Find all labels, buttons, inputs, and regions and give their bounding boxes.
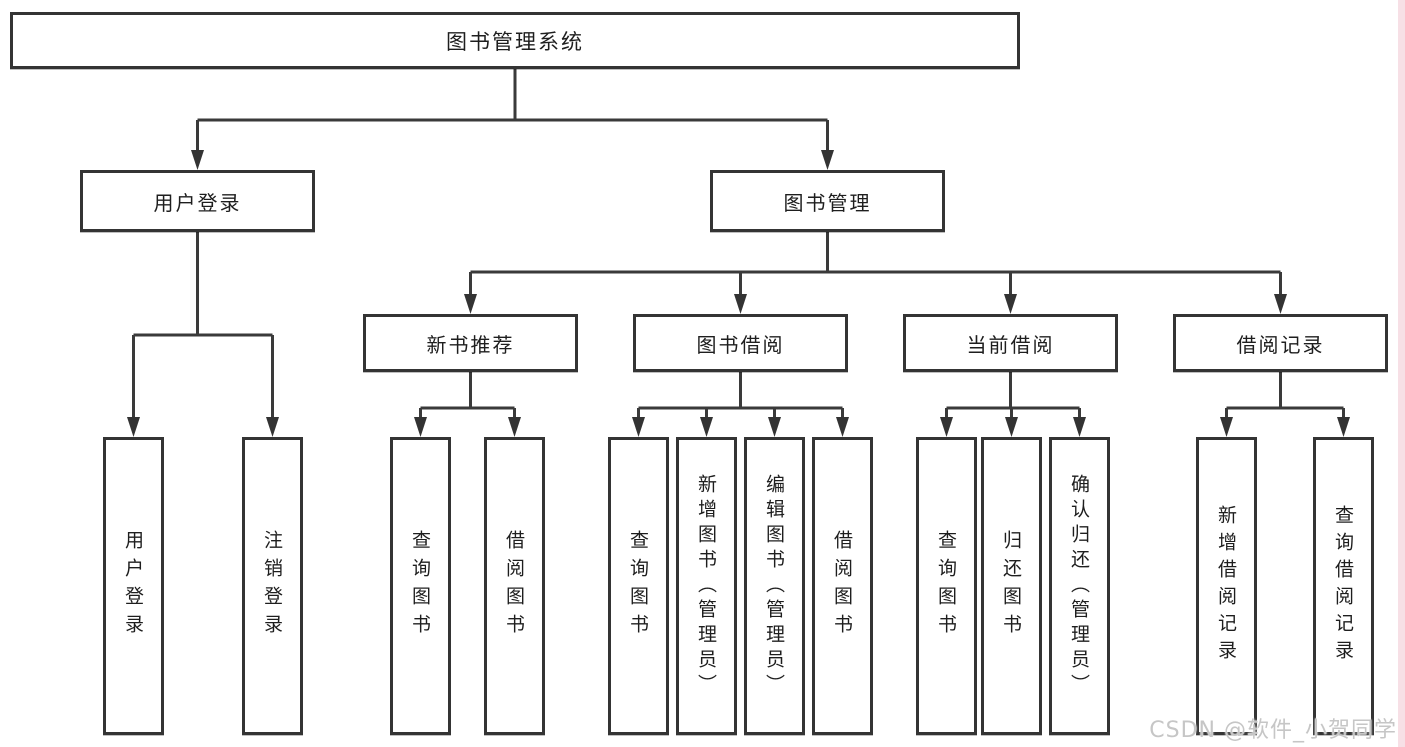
node-label: 当前借阅 bbox=[966, 332, 1055, 357]
leaf-recommend-query-books: 查询图书 bbox=[390, 437, 451, 735]
node-user-login: 用户登录 bbox=[80, 170, 315, 232]
arrowhead bbox=[127, 417, 140, 437]
leaf-borrowing-edit-books-admin: 编辑图书（管理员） bbox=[744, 437, 805, 735]
leaf-current-confirm-return-admin: 确认归还（管理员） bbox=[1049, 437, 1110, 735]
node-label: 查询图书 bbox=[627, 530, 649, 642]
connector-book-borrowing-to-leaves bbox=[632, 372, 849, 437]
node-new-book-recommend: 新书推荐 bbox=[363, 314, 578, 372]
arrowhead bbox=[1005, 417, 1018, 437]
node-label: 图书借阅 bbox=[696, 332, 785, 357]
node-label: 用户登录 bbox=[153, 190, 242, 215]
arrowhead bbox=[821, 150, 834, 170]
connector-current-borrowing-to-leaves bbox=[940, 372, 1086, 437]
arrowhead bbox=[700, 417, 713, 437]
arrowhead bbox=[1337, 417, 1350, 437]
leaf-current-query-books: 查询图书 bbox=[916, 437, 977, 735]
node-current-borrowing: 当前借阅 bbox=[903, 314, 1118, 372]
connector-root-to-level2 bbox=[191, 69, 834, 170]
node-label: 借阅记录 bbox=[1236, 332, 1325, 357]
node-label: 注销登录 bbox=[261, 530, 283, 642]
node-label: 编辑图书（管理员） bbox=[763, 473, 785, 699]
arrowhead bbox=[508, 417, 521, 437]
node-label: 图书管理 bbox=[783, 190, 872, 215]
csdn-watermark: CSDN @软件_小贺同学 bbox=[1149, 718, 1397, 743]
arrowhead bbox=[464, 294, 477, 314]
arrowhead bbox=[632, 417, 645, 437]
arrowhead bbox=[1073, 417, 1086, 437]
leaf-records-query-borrow-record: 查询借阅记录 bbox=[1313, 437, 1374, 735]
node-label: 归还图书 bbox=[1000, 530, 1022, 642]
leaf-borrowing-add-books-admin: 新增图书（管理员） bbox=[676, 437, 737, 735]
leaf-records-add-borrow-record: 新增借阅记录 bbox=[1196, 437, 1257, 735]
node-label: 图书管理系统 bbox=[446, 29, 584, 54]
node-label: 新增借阅记录 bbox=[1215, 505, 1237, 667]
arrowhead bbox=[266, 417, 279, 437]
node-book-management: 图书管理 bbox=[710, 170, 945, 232]
leaf-borrowing-borrow-books: 借阅图书 bbox=[812, 437, 873, 735]
node-label: 用户登录 bbox=[122, 530, 144, 642]
arrowhead bbox=[414, 417, 427, 437]
connector-book-management-to-level3 bbox=[464, 232, 1287, 314]
arrowhead bbox=[1004, 294, 1017, 314]
node-label: 查询借阅记录 bbox=[1332, 505, 1354, 667]
leaf-user-login: 用户登录 bbox=[103, 437, 164, 735]
node-label: 确认归还（管理员） bbox=[1068, 473, 1090, 699]
arrowhead bbox=[1220, 417, 1233, 437]
arrowhead bbox=[191, 150, 204, 170]
leaf-borrowing-query-books: 查询图书 bbox=[608, 437, 669, 735]
node-label: 借阅图书 bbox=[503, 530, 525, 642]
arrowhead bbox=[1274, 294, 1287, 314]
node-book-borrowing: 图书借阅 bbox=[633, 314, 848, 372]
arrowhead bbox=[940, 417, 953, 437]
node-label: 借阅图书 bbox=[831, 530, 853, 642]
node-label: 查询图书 bbox=[935, 530, 957, 642]
leaf-logout: 注销登录 bbox=[242, 437, 303, 735]
node-root-book-management-system: 图书管理系统 bbox=[10, 12, 1020, 69]
connector-new-book-recommend-to-leaves bbox=[414, 372, 521, 437]
node-label: 新增图书（管理员） bbox=[695, 473, 717, 699]
node-label: 查询图书 bbox=[409, 530, 431, 642]
right-edge-pink-strip bbox=[1398, 0, 1405, 747]
connector-user-login-to-leaves bbox=[127, 232, 279, 437]
leaf-recommend-borrow-books: 借阅图书 bbox=[484, 437, 545, 735]
arrowhead bbox=[836, 417, 849, 437]
node-borrowing-records: 借阅记录 bbox=[1173, 314, 1388, 372]
arrowhead bbox=[734, 294, 747, 314]
leaf-current-return-books: 归还图书 bbox=[981, 437, 1042, 735]
connector-borrowing-records-to-leaves bbox=[1220, 372, 1350, 437]
node-label: 新书推荐 bbox=[426, 332, 515, 357]
arrowhead bbox=[768, 417, 781, 437]
